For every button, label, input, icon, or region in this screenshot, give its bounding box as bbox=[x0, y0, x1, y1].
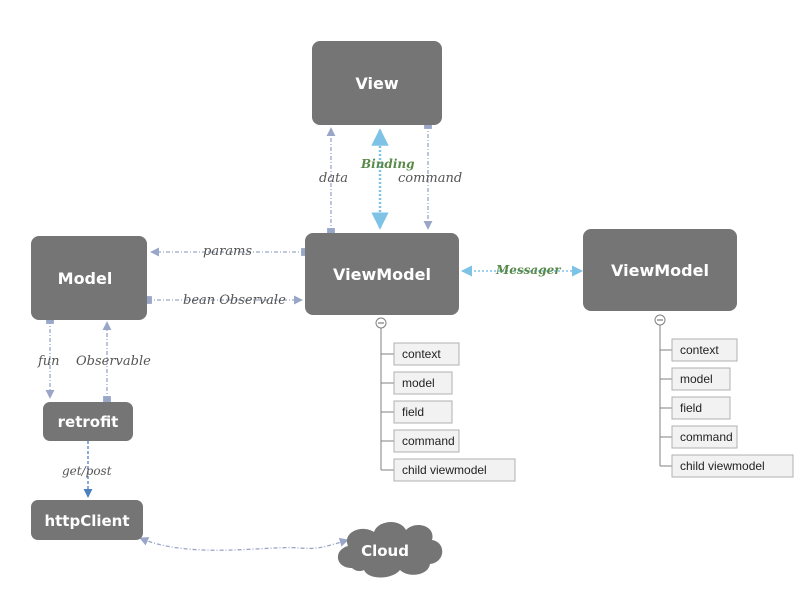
viewmodel-other-collapse-toggle[interactable] bbox=[654, 314, 666, 326]
label-messager: Messager bbox=[495, 263, 562, 277]
viewmodel-main-property-label: command bbox=[402, 434, 455, 448]
viewmodel-other-property-item[interactable]: command bbox=[671, 425, 738, 449]
node-cloud-label: Cloud bbox=[361, 542, 409, 560]
node-retrofit[interactable]: retrofit bbox=[43, 402, 133, 441]
viewmodel-main-property-label: child viewmodel bbox=[402, 463, 487, 477]
label-binding: Binding bbox=[360, 157, 415, 171]
viewmodel-other-property-label: command bbox=[680, 430, 733, 444]
viewmodel-main-property-item[interactable]: field bbox=[393, 400, 453, 424]
viewmodel-other-property-item[interactable]: model bbox=[671, 367, 731, 391]
node-httpclient-label: httpClient bbox=[44, 512, 129, 530]
edge-cloud bbox=[139, 537, 349, 551]
viewmodel-other-property-label: child viewmodel bbox=[680, 459, 765, 473]
node-model[interactable]: Model bbox=[31, 236, 147, 320]
label-fun: fun bbox=[37, 354, 60, 369]
node-httpclient[interactable]: httpClient bbox=[31, 500, 143, 540]
node-model-label: Model bbox=[58, 269, 113, 288]
node-retrofit-label: retrofit bbox=[58, 413, 119, 431]
node-cloud[interactable]: Cloud bbox=[337, 521, 443, 578]
label-get-post: get/post bbox=[62, 464, 112, 478]
viewmodel-other-property-item[interactable]: context bbox=[671, 338, 738, 362]
viewmodel-other-property-label: field bbox=[680, 401, 702, 415]
label-observable: Observable bbox=[76, 354, 151, 369]
node-view-label: View bbox=[355, 74, 398, 93]
label-params: params bbox=[203, 244, 252, 259]
viewmodel-main-property-tree: context model field command child viewmodel bbox=[375, 317, 516, 482]
viewmodel-main-property-label: field bbox=[402, 405, 424, 419]
node-viewmodel-other-label: ViewModel bbox=[611, 261, 709, 280]
viewmodel-other-property-item[interactable]: field bbox=[671, 396, 731, 420]
node-viewmodel-other[interactable]: ViewModel bbox=[583, 229, 737, 311]
label-command: command bbox=[398, 171, 462, 186]
viewmodel-main-collapse-toggle[interactable] bbox=[375, 317, 387, 329]
cloud-shape bbox=[337, 521, 443, 578]
viewmodel-other-property-item[interactable]: child viewmodel bbox=[671, 454, 794, 478]
viewmodel-other-property-tree: context model field command child viewmodel bbox=[654, 314, 794, 478]
viewmodel-other-property-label: model bbox=[680, 372, 713, 386]
node-viewmodel-main-label: ViewModel bbox=[333, 265, 431, 284]
node-view[interactable]: View bbox=[312, 41, 442, 125]
label-data: data bbox=[319, 171, 348, 186]
viewmodel-main-property-item[interactable]: context bbox=[393, 342, 460, 366]
viewmodel-main-property-label: model bbox=[402, 376, 435, 390]
viewmodel-main-property-item[interactable]: command bbox=[393, 429, 460, 453]
viewmodel-other-property-label: context bbox=[680, 343, 719, 357]
viewmodel-main-property-item[interactable]: child viewmodel bbox=[393, 458, 516, 482]
viewmodel-main-property-item[interactable]: model bbox=[393, 371, 453, 395]
viewmodel-main-property-label: context bbox=[402, 347, 441, 361]
node-viewmodel-main[interactable]: ViewModel bbox=[305, 233, 459, 315]
label-bean-observable: bean Observale bbox=[183, 293, 286, 308]
